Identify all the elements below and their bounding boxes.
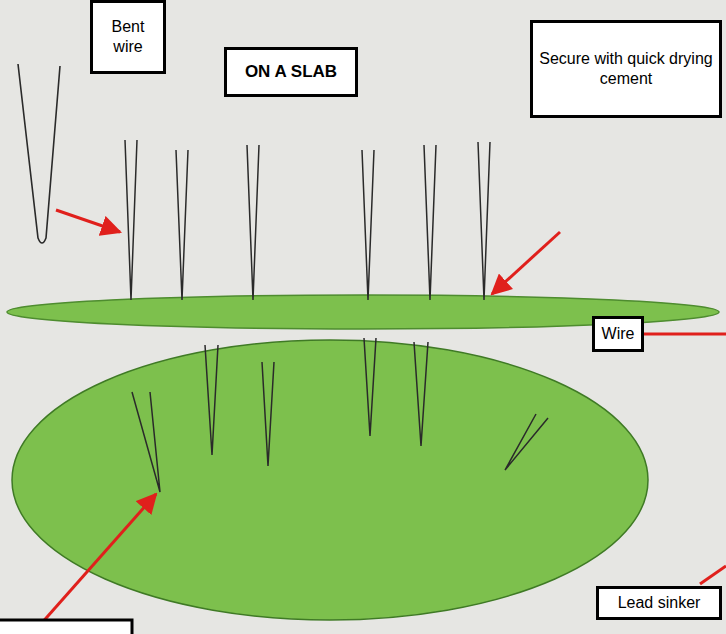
callout-box: Bent wire bbox=[90, 0, 166, 74]
mount bbox=[12, 340, 648, 620]
title-text: ON A SLAB bbox=[245, 61, 337, 82]
callout-text: Secure with quick drying cement bbox=[539, 49, 713, 89]
cut-callout-box bbox=[0, 620, 132, 634]
callout-text: Lead sinker bbox=[618, 593, 701, 613]
callout-text: Bent wire bbox=[99, 17, 157, 57]
callout-text: Wire bbox=[602, 324, 635, 344]
bent-wire bbox=[18, 64, 60, 243]
callout-box: Secure with quick drying cement bbox=[530, 20, 722, 118]
callout-box: Lead sinker bbox=[596, 586, 722, 620]
leader-lines bbox=[32, 210, 726, 634]
callout-box: Wire bbox=[592, 316, 644, 352]
wires bbox=[125, 140, 548, 492]
title-box: ON A SLAB bbox=[224, 47, 358, 97]
